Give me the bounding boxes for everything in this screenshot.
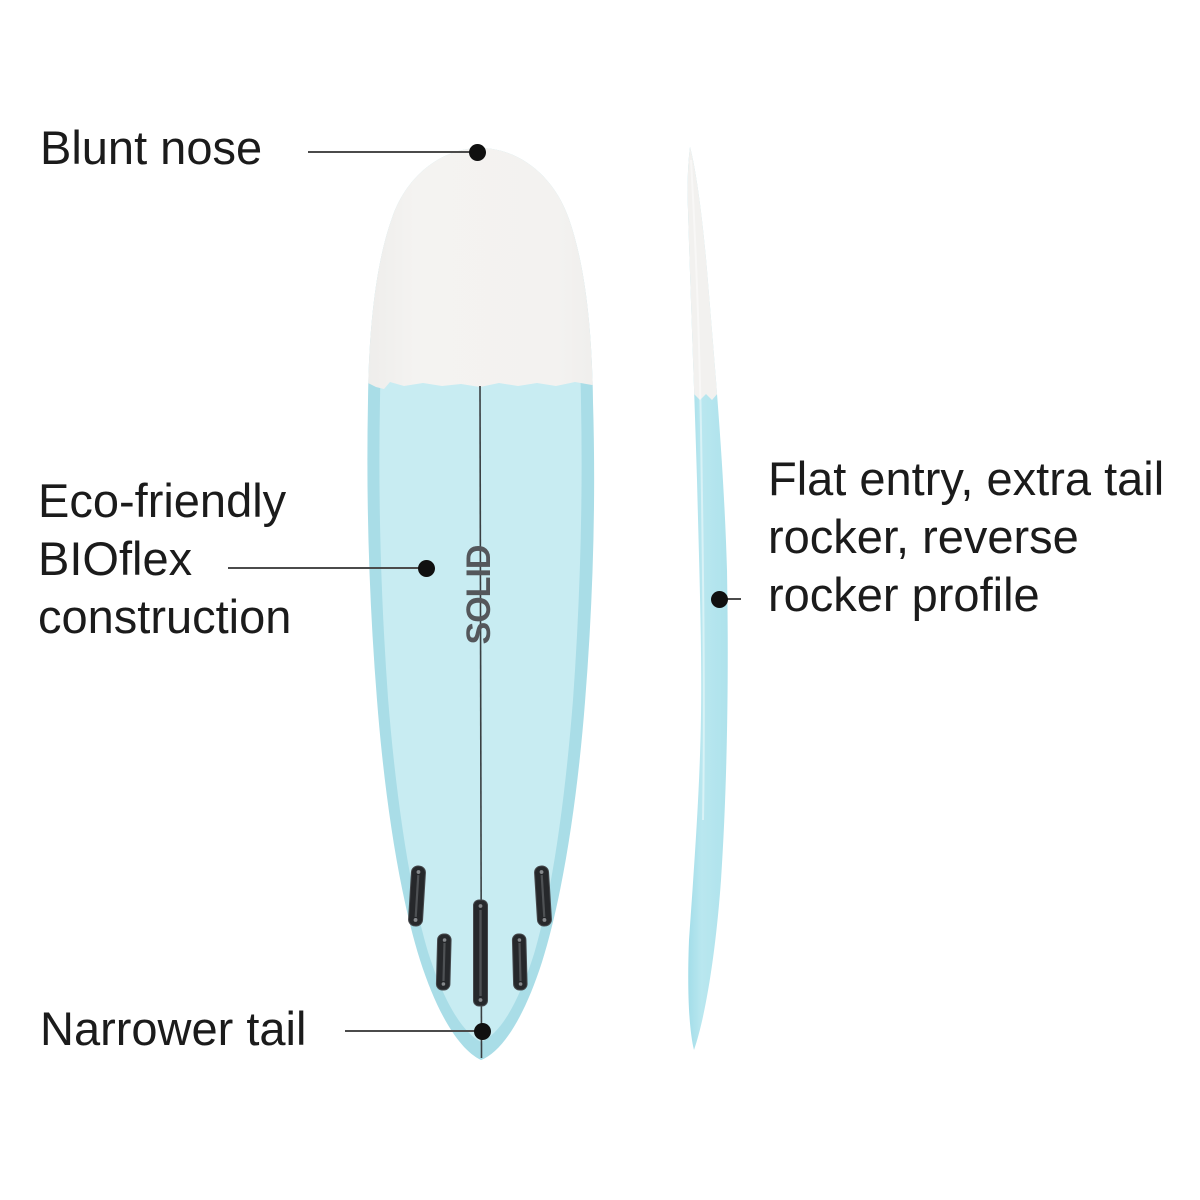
callout-dot-narrower-tail [474,1023,491,1040]
callout-label-bioflex-construction: Eco-friendly BIOflex construction [38,474,292,643]
fin-box-mid-left [435,933,452,991]
callout-line-rocker-profile [719,598,741,600]
surfboard-deck-view [367,148,595,1060]
surfboard-profile-view [687,147,728,1050]
callout-label-blunt-nose: Blunt nose [40,121,263,174]
callout-dot-bioflex-construction [418,560,435,577]
callout-label-rocker-profile: Flat entry, extra tail rocker, reverse r… [768,452,1165,621]
deck-nose-white-paint [367,148,595,389]
fin-box-group [408,865,552,1007]
profile-highlight [690,159,705,821]
callout-label-narrower-tail: Narrower tail [40,1002,307,1055]
fin-box-center [473,899,488,1007]
fin-box-mid-right [511,933,528,991]
callout-line-bioflex-construction [228,567,426,569]
callout-line-blunt-nose [308,151,477,153]
callout-line-narrower-tail [345,1030,483,1032]
fin-box-outer-left [408,865,426,927]
profile-nose-white-paint [687,147,728,400]
brand-logo: SOLID [460,545,498,645]
callout-dot-rocker-profile [711,591,728,608]
fin-box-outer-right [534,865,552,927]
callout-dot-blunt-nose [469,144,486,161]
